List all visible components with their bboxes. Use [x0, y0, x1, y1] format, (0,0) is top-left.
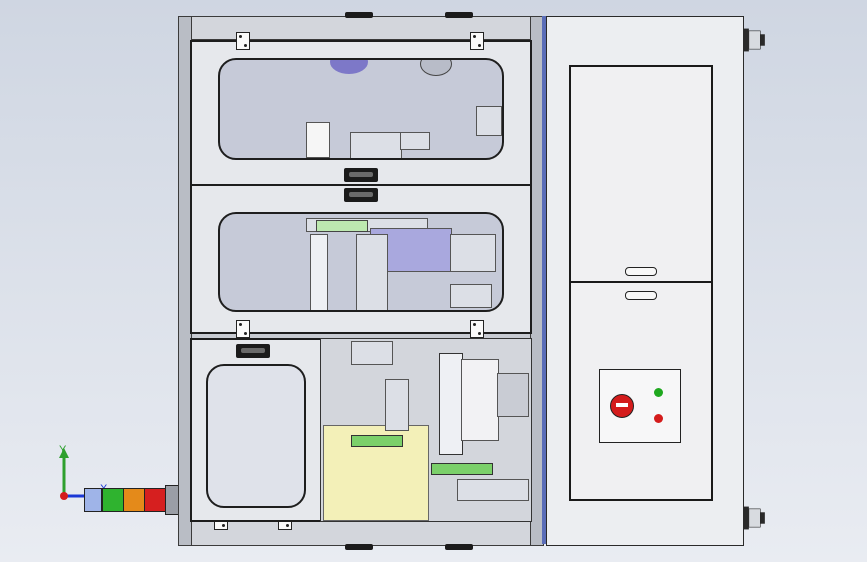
- main-switch-knob: [616, 403, 628, 407]
- cabinet-divider: [542, 16, 547, 544]
- open-compartment: [320, 338, 532, 522]
- gearbox: [497, 373, 529, 417]
- hinge-top-left: [236, 32, 250, 50]
- middle-door-handle[interactable]: [344, 188, 378, 202]
- upper-white-plate: [306, 122, 330, 158]
- top-tab-right: [445, 12, 473, 18]
- vertical-actuator: [439, 353, 463, 455]
- middle-valve: [450, 284, 492, 308]
- z-axis-dot: [60, 492, 68, 500]
- cabinet-lower-door[interactable]: [569, 281, 713, 501]
- upper-door-latch[interactable]: [625, 267, 657, 276]
- red-indicator: [654, 414, 663, 423]
- signal-tower-mount: [165, 485, 179, 515]
- upper-door[interactable]: [190, 40, 532, 186]
- hinge-top-right: [470, 32, 484, 50]
- upper-pulley: [420, 60, 452, 76]
- bottom-tab-left: [345, 544, 373, 550]
- top-tab-left: [345, 12, 373, 18]
- hinge-mid-right: [470, 320, 484, 338]
- cabinet-upper-door[interactable]: [569, 65, 713, 285]
- upper-mechanism-block: [350, 132, 402, 158]
- top-rail: [178, 16, 544, 40]
- green-sensor: [351, 435, 403, 447]
- bottom-rail: [178, 520, 544, 546]
- upper-door-window: [218, 58, 504, 160]
- control-panel: [599, 369, 681, 443]
- upper-cylinder: [400, 132, 430, 150]
- signal-tower-red-segment: [144, 488, 166, 512]
- middle-green-part: [316, 220, 368, 232]
- lower-door-latch[interactable]: [625, 291, 657, 300]
- lower-door-window: [206, 364, 306, 508]
- upper-right-bracket: [476, 106, 502, 136]
- signal-tower-green-segment: [102, 488, 124, 512]
- green-bar: [431, 463, 493, 475]
- middle-slide: [310, 234, 328, 310]
- middle-right-unit: [450, 234, 496, 272]
- middle-door[interactable]: [190, 184, 532, 334]
- lower-door-handle[interactable]: [236, 344, 270, 358]
- caster-top: [743, 28, 765, 52]
- signal-tower-blue-segment: [84, 488, 102, 512]
- hinge-mid-left: [236, 320, 250, 338]
- cable-track: [385, 379, 409, 431]
- electrical-cabinet: [546, 16, 744, 546]
- green-indicator: [654, 388, 663, 397]
- middle-door-window: [218, 212, 504, 312]
- bottom-tab-right: [445, 544, 473, 550]
- lower-slide-block: [457, 479, 529, 501]
- signal-tower-orange-segment: [123, 488, 145, 512]
- middle-column: [356, 234, 388, 310]
- compartment-top-bracket: [351, 341, 393, 365]
- y-axis-label: Y: [59, 444, 67, 456]
- caster-bottom: [743, 506, 765, 530]
- motor-housing: [461, 359, 499, 441]
- upper-motor: [330, 60, 368, 74]
- upper-door-handle[interactable]: [344, 168, 378, 182]
- lower-left-door[interactable]: [190, 338, 322, 522]
